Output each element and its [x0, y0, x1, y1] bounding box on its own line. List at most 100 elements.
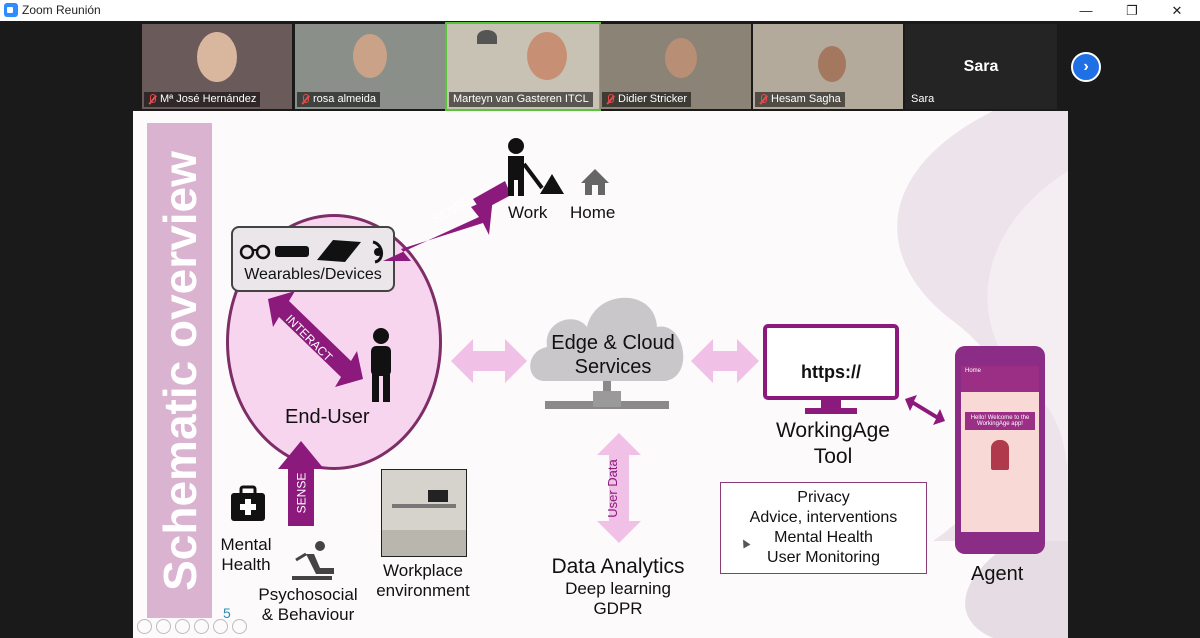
slide-sidebar: Schematic overview: [147, 123, 212, 618]
https-label: https://: [801, 362, 861, 382]
participant-name: rosa almeida: [313, 93, 376, 105]
lamp-icon: [477, 30, 497, 44]
workplace-label: Workplace environment: [368, 561, 478, 601]
mental-health-line1: Mental: [220, 535, 272, 554]
wearables-box: Wearables/Devices: [231, 226, 395, 292]
participant-name: Didier Stricker: [618, 93, 688, 105]
mic-muted-icon: [759, 94, 767, 105]
prev-slide-icon[interactable]: [137, 619, 152, 634]
desk-photo-shape: [392, 504, 456, 508]
participant-name-tag: Hesam Sagha: [755, 92, 845, 107]
mic-muted-icon: [301, 94, 309, 105]
participant-face: [527, 32, 567, 80]
phone-home-label: Home: [961, 366, 1039, 392]
zoom-logo-icon: [4, 3, 18, 17]
mic-muted-icon: [148, 94, 156, 105]
service-item: Advice, interventions: [749, 509, 898, 526]
participant-name-tag: Marteyn van Gasteren ITCL: [449, 92, 593, 107]
title-bar: Zoom Reunión — ❐ ✕: [0, 0, 1200, 21]
diagram-arrows: [268, 181, 945, 543]
participant-face: [818, 46, 846, 82]
participant-face: [353, 34, 387, 78]
home-icon: [581, 169, 609, 195]
close-icon[interactable]: ✕: [1171, 2, 1183, 18]
analytics-line2: GDPR: [593, 599, 643, 618]
home-label: Home: [570, 203, 616, 222]
services-list: Privacy Advice, interventions Mental Hea…: [721, 488, 926, 568]
participant-name-tag: Sara: [907, 92, 938, 107]
phone-welcome-text: Hello! Welcome to the WorkingAge app!: [965, 412, 1035, 430]
window-title: Zoom Reunión: [22, 3, 101, 17]
service-item: Mental Health: [774, 529, 873, 546]
tool-line2: Tool: [813, 445, 853, 468]
sense-bottom-label: SENSE: [294, 472, 309, 514]
participant-tile[interactable]: Mª José Hernández: [142, 24, 292, 109]
participant-tile[interactable]: Didier Stricker: [600, 24, 751, 109]
shared-slide: Schematic overview 5 Wearables/Devices E…: [133, 111, 1068, 638]
end-user-label: End-User: [285, 406, 370, 428]
monitor-icon: [763, 324, 899, 414]
participant-tile[interactable]: Hesam Sagha: [753, 24, 903, 109]
workplace-line2: environment: [376, 581, 470, 600]
person-icon: [371, 328, 391, 402]
edge-cloud-line1: Edge & Cloud: [551, 332, 675, 354]
mental-health-label: Mental Health: [211, 535, 281, 575]
minimize-icon[interactable]: —: [1079, 3, 1093, 18]
participant-name: Sara: [911, 93, 935, 105]
analytics-line1: Deep learning: [565, 579, 671, 598]
analytics-title: Data Analytics: [551, 555, 685, 578]
participant-tile-active-speaker[interactable]: Marteyn van Gasteren ITCL: [445, 22, 601, 111]
workplace-photo: [381, 469, 467, 557]
agent-label: Agent: [971, 563, 1024, 585]
participant-center-name: Sara: [963, 58, 999, 75]
edge-cloud-line2: Services: [574, 356, 652, 378]
psychosocial-line1: Psychosocial: [258, 585, 358, 604]
psychosocial-label: Psychosocial & Behaviour: [248, 585, 368, 625]
participant-name: Mª José Hernández: [160, 93, 257, 105]
phone-screen: Home Hello! Welcome to the WorkingAge ap…: [961, 366, 1039, 532]
participant-tile[interactable]: rosa almeida: [295, 24, 445, 109]
workplace-line1: Workplace: [383, 561, 463, 580]
next-slide-icon[interactable]: [156, 619, 171, 634]
next-page-button[interactable]: ›: [1071, 52, 1101, 82]
service-item: Privacy: [797, 489, 850, 506]
phone-icon: Home Hello! Welcome to the WorkingAge ap…: [955, 346, 1045, 554]
services-box: Privacy Advice, interventions Mental Hea…: [720, 482, 927, 574]
floor-photo-shape: [382, 530, 466, 556]
wearables-label: Wearables/Devices: [244, 266, 382, 283]
service-item: User Monitoring: [767, 549, 880, 566]
data-analytics-block: Data Analytics Deep learning GDPR: [526, 555, 710, 619]
participant-face: [197, 32, 237, 82]
participant-name: Marteyn van Gasteren ITCL: [453, 93, 589, 105]
zoom-icon[interactable]: [213, 619, 228, 634]
slide-toolbar: [133, 619, 247, 636]
chevron-right-icon: ›: [1083, 58, 1089, 75]
mic-muted-icon: [606, 94, 614, 105]
pen-icon[interactable]: [175, 619, 190, 634]
participant-face: [665, 38, 697, 78]
tool-line1: WorkingAge: [775, 419, 890, 442]
devices-icon: [239, 240, 383, 264]
psychosocial-line2: & Behaviour: [261, 605, 355, 624]
workingage-tool-label: WorkingAge Tool: [753, 418, 913, 470]
page-number: 5: [223, 605, 231, 621]
medical-kit-icon: [231, 485, 265, 521]
avatar: [991, 440, 1009, 470]
participant-tile[interactable]: Sara Sara: [905, 24, 1057, 109]
participant-name: Hesam Sagha: [771, 93, 841, 105]
restore-icon[interactable]: ❐: [1126, 2, 1138, 18]
person-seated-icon: [292, 541, 334, 580]
participant-name-tag: Didier Stricker: [602, 92, 692, 107]
mental-health-line2: Health: [221, 555, 271, 574]
monitor-photo-shape: [428, 490, 448, 502]
work-label: Work: [508, 203, 548, 222]
edge-cloud-label: Edge & Cloud Services: [538, 331, 688, 379]
user-data-label: User Data: [604, 459, 620, 518]
cloud-icon: [530, 297, 684, 409]
sense-arrow-top: [383, 181, 511, 261]
participant-name-tag: Mª José Hernández: [144, 92, 261, 107]
more-icon[interactable]: [232, 619, 247, 634]
worker-icon: [508, 138, 564, 196]
slides-grid-icon[interactable]: [194, 619, 209, 634]
participant-name-tag: rosa almeida: [297, 92, 380, 107]
